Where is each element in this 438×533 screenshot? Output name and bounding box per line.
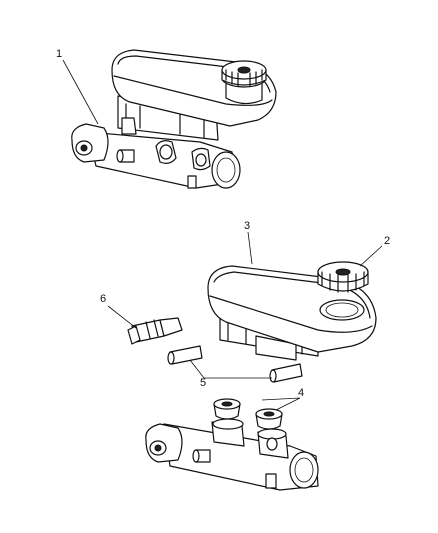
callout-3: 3 bbox=[244, 220, 250, 232]
callout-2: 2 bbox=[384, 235, 390, 247]
callout-4: 4 bbox=[298, 387, 304, 399]
callout-6: 6 bbox=[100, 293, 106, 305]
leader-lines bbox=[62, 59, 383, 411]
master-cylinder-assembly bbox=[71, 49, 277, 189]
master-cylinder-body bbox=[145, 418, 319, 491]
callout-5: 5 bbox=[200, 377, 206, 389]
fluid-level-sensor bbox=[127, 317, 183, 345]
reservoir-cap bbox=[317, 261, 369, 293]
retaining-pins bbox=[167, 345, 303, 383]
callout-1: 1 bbox=[56, 48, 62, 60]
